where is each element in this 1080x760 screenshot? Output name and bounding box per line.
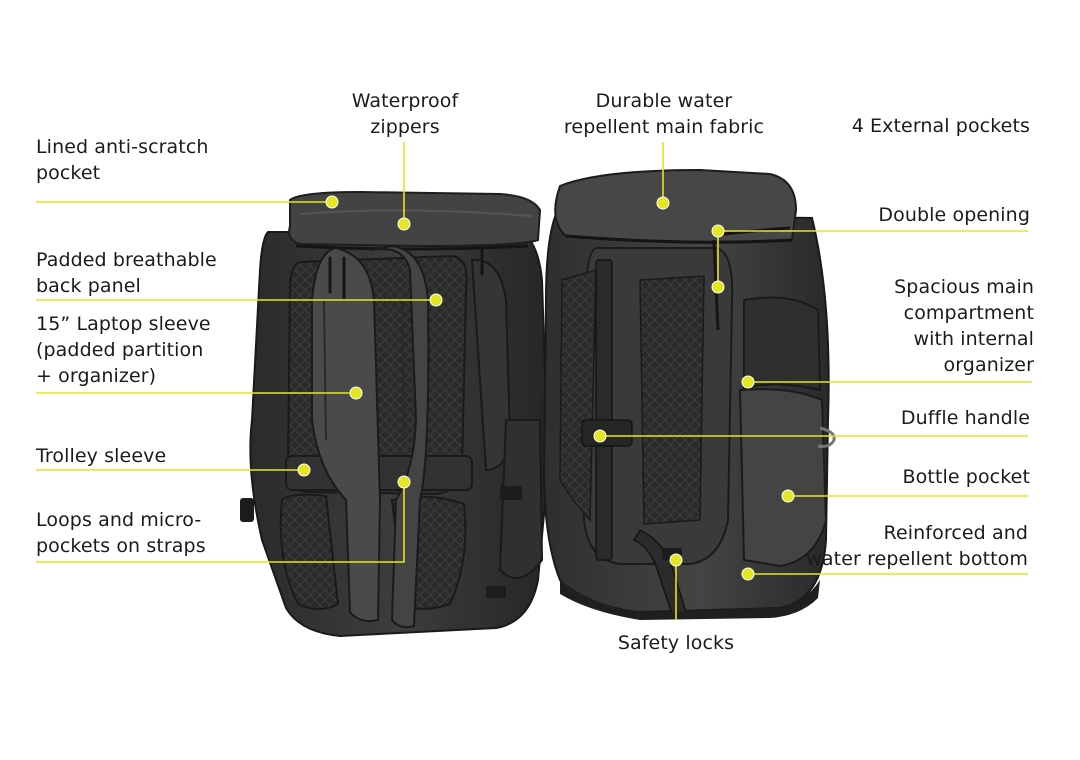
callout-line: Loops and micro-	[36, 509, 202, 531]
callout-waterproof-zippers: Waterproof zippers	[330, 88, 480, 140]
anchor-dots	[297, 195, 795, 581]
callout-line: Bottle pocket	[902, 466, 1030, 488]
callout-lined-anti-scratch-pocket: Lined anti-scratch pocket	[36, 134, 209, 186]
callout-reinforced-bottom: Reinforced and water repellent bottom	[806, 520, 1028, 572]
callout-line: compartment	[903, 302, 1034, 324]
callout-spacious-compartment: Spacious main compartment with internal …	[894, 274, 1034, 378]
callout-line: organizer	[943, 354, 1034, 376]
leader-lines	[36, 142, 1032, 620]
callout-line: Double opening	[878, 204, 1030, 226]
callout-laptop-sleeve: 15” Laptop sleeve (padded partition + or…	[36, 311, 211, 389]
callout-trolley-sleeve: Trolley sleeve	[36, 443, 166, 469]
callout-padded-back-panel: Padded breathable back panel	[36, 247, 217, 299]
callout-line: water repellent bottom	[806, 548, 1028, 570]
callout-line: back panel	[36, 275, 141, 297]
callout-line: Duffle handle	[900, 407, 1030, 429]
callout-line: repellent main fabric	[563, 116, 765, 138]
callout-line: 4 External pockets	[851, 115, 1030, 137]
callout-bottle-pocket: Bottle pocket	[903, 464, 1030, 490]
callout-line: Durable water	[595, 90, 733, 112]
callout-line: pockets on straps	[36, 535, 206, 557]
callout-line: zippers	[370, 116, 440, 138]
callout-durable-fabric: Durable water repellent main fabric	[548, 88, 780, 140]
callout-line: Safety locks	[617, 632, 735, 654]
callout-duffle-handle: Duffle handle	[901, 405, 1030, 431]
backpack-rear-view	[240, 190, 550, 638]
backpack-front-view	[542, 168, 836, 620]
callout-line: Lined anti-scratch	[36, 136, 209, 158]
callout-line: pocket	[36, 162, 101, 184]
callout-line: Reinforced and	[883, 522, 1028, 544]
callout-line: Waterproof	[351, 90, 459, 112]
callout-line: with internal	[913, 328, 1034, 350]
callout-line: (padded partition	[36, 339, 204, 361]
callout-loops-micro-pockets: Loops and micro- pockets on straps	[36, 507, 206, 559]
callout-external-pockets: 4 External pockets	[852, 113, 1030, 139]
callout-line: + organizer)	[36, 365, 157, 387]
callout-double-opening: Double opening	[878, 202, 1030, 228]
callout-safety-locks: Safety locks	[596, 630, 756, 656]
callout-line: Padded breathable	[36, 249, 217, 271]
callout-line: 15” Laptop sleeve	[36, 313, 211, 335]
callout-line: Spacious main	[894, 276, 1034, 298]
callout-line: Trolley sleeve	[36, 445, 167, 467]
